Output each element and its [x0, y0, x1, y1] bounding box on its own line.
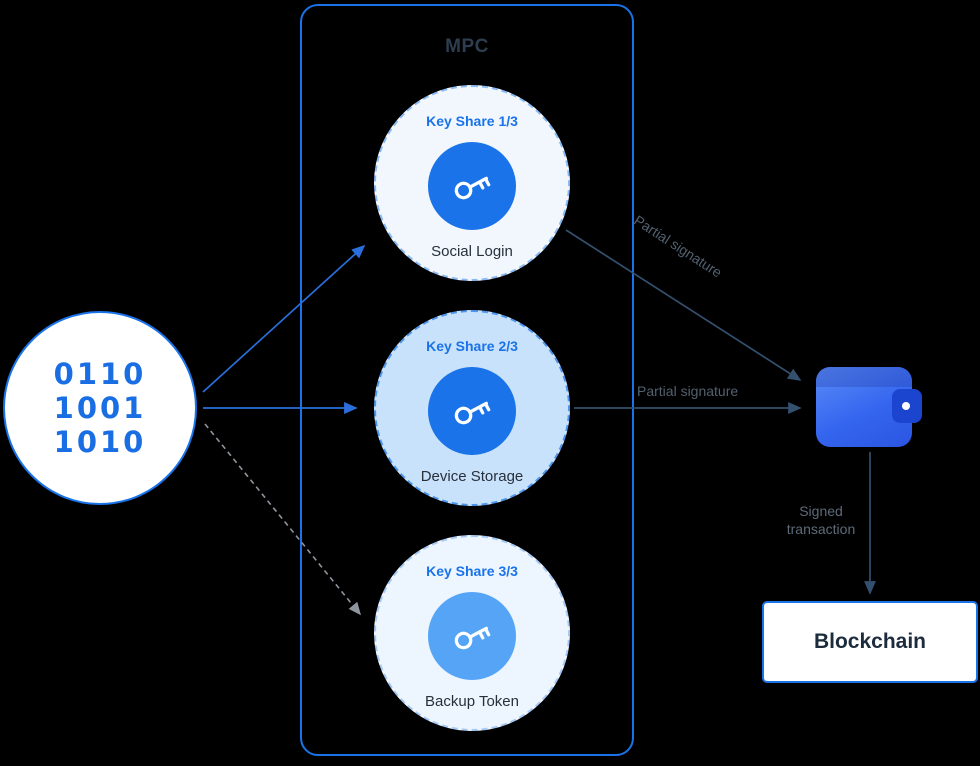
key-share-1-icon-circle [428, 142, 516, 230]
partial-signature-label-horizontal: Partial signature [637, 383, 739, 399]
arrow-binary-to-share3 [204, 423, 362, 616]
signed-transaction-label: Signed transaction [786, 503, 856, 537]
key-share-3-title: Key Share 3/3 [426, 563, 518, 579]
key-share-1-node: Key Share 1/3 Social Login [374, 85, 570, 281]
key-share-2-label: Device Storage [420, 468, 524, 485]
wallet-icon [816, 367, 922, 447]
binary-line: 0110 [53, 356, 147, 391]
wallet-clasp [892, 389, 922, 423]
key-share-3-label: Backup Token [425, 693, 519, 710]
mpc-container: MPC [300, 4, 634, 756]
key-share-2-node: Key Share 2/3 Device Storage [374, 310, 570, 506]
key-share-3-icon-circle [428, 592, 516, 680]
wallet-clasp-dot [902, 402, 910, 410]
binary-source-node: 0110 1001 1010 [3, 311, 197, 505]
key-share-3-node: Key Share 3/3 Backup Token [374, 535, 570, 731]
blockchain-node: Blockchain [762, 601, 978, 683]
binary-line: 1001 [53, 390, 147, 425]
mpc-title: MPC [445, 36, 489, 57]
key-share-2-icon-circle [428, 367, 516, 455]
key-share-1-title: Key Share 1/3 [426, 113, 518, 129]
key-share-2-title: Key Share 2/3 [426, 338, 518, 354]
key-icon [454, 401, 491, 425]
blockchain-label: Blockchain [813, 630, 927, 653]
key-share-1-label: Social Login [431, 243, 513, 260]
key-icon [454, 176, 491, 200]
arrow-binary-to-share1 [202, 244, 366, 393]
key-icon [454, 626, 491, 650]
binary-line: 1010 [53, 425, 147, 460]
arrow-share1-to-wallet [565, 229, 802, 381]
